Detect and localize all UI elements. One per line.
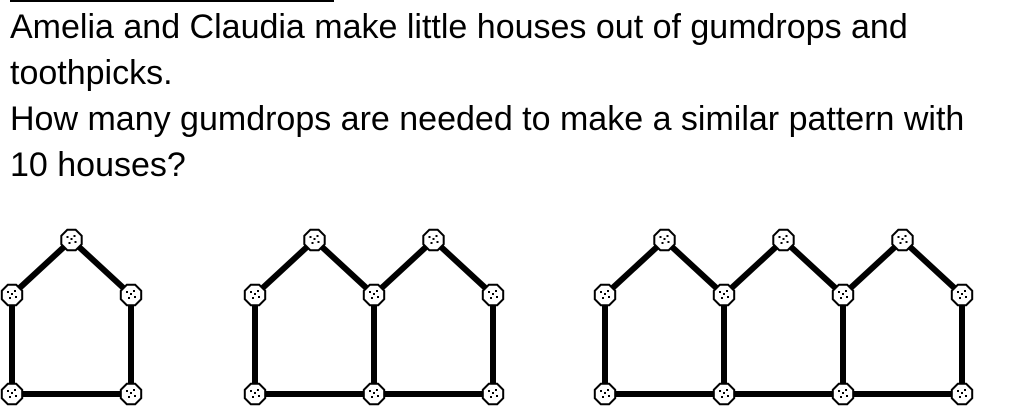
- gumdrop: [712, 382, 736, 406]
- gumdrop: [243, 382, 267, 406]
- gumdrop: [481, 382, 505, 406]
- gumdrop: [712, 283, 736, 307]
- toothpick: [661, 237, 727, 298]
- house-pattern-2: [243, 228, 505, 406]
- problem-text: Amelia and Claudia make little houses ou…: [10, 4, 1000, 188]
- gumdrop: [950, 382, 974, 406]
- gumdrop: [653, 228, 676, 252]
- toothpick: [721, 237, 787, 298]
- gumdrop: [950, 283, 974, 307]
- gumdrop: [772, 228, 795, 252]
- gumdrop: [119, 283, 143, 307]
- gumdrop: [831, 283, 855, 307]
- toothpick: [780, 237, 846, 298]
- gumdrop: [362, 283, 386, 307]
- gumdrop: [119, 382, 143, 406]
- toothpick: [840, 237, 906, 298]
- toothpick: [68, 237, 134, 298]
- gumdrop: [303, 228, 326, 252]
- gumdrop: [593, 382, 617, 406]
- toothpick: [602, 237, 668, 298]
- toothpick: [311, 237, 377, 298]
- gumdrop: [831, 382, 855, 406]
- gumdrop: [0, 382, 24, 406]
- gumdrop: [243, 283, 267, 307]
- gumdrop: [362, 382, 386, 406]
- problem-question: How many gumdrops are needed to make a s…: [10, 100, 965, 184]
- toothpick: [252, 237, 318, 298]
- top-rule: [10, 0, 334, 2]
- house-pattern-1: [0, 228, 143, 406]
- toothpick: [371, 237, 437, 298]
- problem-statement: Amelia and Claudia make little houses ou…: [10, 8, 908, 92]
- gumdrop: [422, 228, 445, 252]
- gumdrop: [891, 228, 914, 252]
- house-pattern-3: [593, 228, 974, 406]
- toothpick: [899, 237, 965, 298]
- gumdrop: [593, 283, 617, 307]
- toothpick: [430, 237, 496, 298]
- gumdrop: [481, 283, 505, 307]
- gumdrop: [60, 228, 83, 252]
- gumdrop: [0, 283, 24, 307]
- toothpick: [9, 237, 75, 298]
